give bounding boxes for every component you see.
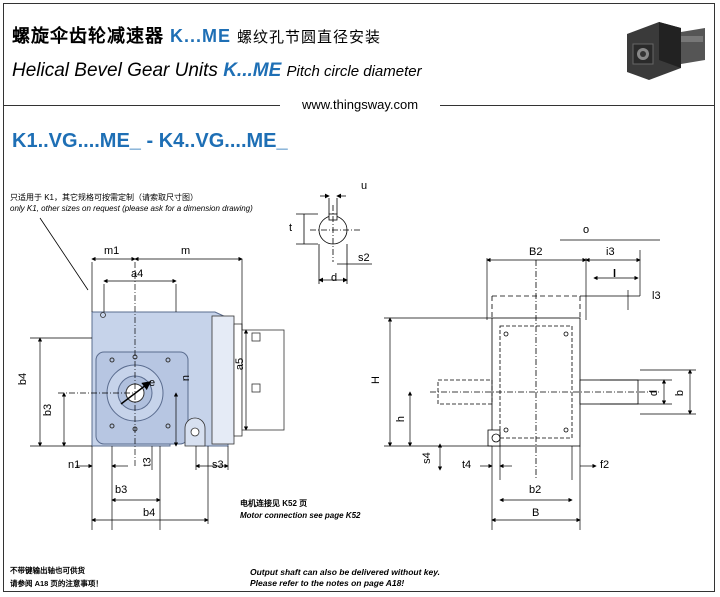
- dim-t4: t4: [462, 459, 472, 471]
- subtitle-cn: 螺纹孔节圆直径安装: [237, 29, 382, 46]
- dim-l: l: [613, 268, 617, 280]
- note-key-cn-1: 不带键输出轴也可供货: [10, 566, 85, 575]
- note-key-en-1: Output shaft can also be delivered witho…: [250, 567, 441, 577]
- dim-d: d: [648, 389, 661, 397]
- dim-o: o: [583, 224, 590, 236]
- dim-b4-left: b4: [17, 372, 30, 386]
- dim-u: u: [361, 180, 368, 192]
- right-view-dims: [384, 239, 696, 530]
- dim-a4: a4: [131, 268, 144, 280]
- dim-H: H: [369, 376, 382, 384]
- title-en-text: Helical Bevel Gear Units: [12, 60, 218, 81]
- dim-b3-bottom: b3: [115, 484, 128, 496]
- note-motor-connection: 电机连接见 K52 页 Motor connection see page K5…: [240, 498, 360, 522]
- dim-e: e: [149, 377, 156, 389]
- dim-b4-bottom: b4: [143, 507, 156, 519]
- shaft-detail: [296, 193, 372, 284]
- dim-b2: b2: [529, 484, 542, 496]
- page-frame: [3, 3, 715, 592]
- header-rule-right: [440, 105, 715, 106]
- dim-a5: a5: [234, 357, 247, 371]
- note-key-cn: 不带键输出轴也可供货 请参阅 A18 页的注意事项！: [10, 564, 103, 590]
- note-only-k1: 只适用于 K1，其它规格可按需定制（请索取尺寸图） only K1, other…: [10, 192, 253, 214]
- dim-B2: B2: [529, 246, 543, 258]
- dim-d-shaft: d: [331, 272, 338, 284]
- subtitle-en: Pitch circle diameter: [286, 63, 422, 80]
- dim-s4: s4: [420, 452, 433, 464]
- dim-h: h: [395, 415, 408, 423]
- dim-B: B: [532, 507, 540, 519]
- series-code-en: K...ME: [223, 60, 282, 81]
- title-cn-text: 螺旋伞齿轮减速器: [12, 26, 164, 46]
- page-title-cn: 螺旋伞齿轮减速器 K...ME 螺纹孔节圆直径安装: [12, 22, 381, 48]
- dim-n: n: [180, 374, 193, 382]
- note-key-en: Output shaft can also be delivered witho…: [250, 567, 440, 589]
- dim-f2: f2: [600, 459, 610, 471]
- page-title-en: Helical Bevel Gear Units K...ME Pitch ci…: [12, 60, 422, 82]
- note-only-k1-cn: 只适用于 K1，其它规格可按需定制（请索取尺寸图）: [10, 193, 199, 202]
- dim-s2: s2: [358, 252, 370, 264]
- dim-t3: t3: [141, 457, 154, 467]
- dim-s3: s3: [212, 459, 224, 471]
- dim-i3: i3: [606, 246, 615, 258]
- housing-left-view: [91, 311, 285, 447]
- dim-l3: l3: [652, 290, 661, 302]
- dim-m: m: [181, 245, 191, 257]
- note-leader: [39, 217, 89, 291]
- dim-b: b: [674, 389, 687, 397]
- note-motor-cn: 电机连接见 K52 页: [240, 499, 308, 508]
- header-rule-left: [3, 105, 280, 106]
- dim-b3-left: b3: [42, 403, 55, 417]
- section-title: K1..VG....ME_ - K4..VG....ME_: [12, 130, 288, 152]
- note-only-k1-en: only K1, other sizes on request (please …: [10, 204, 253, 213]
- note-motor-en[interactable]: Motor connection see page K52: [240, 511, 361, 520]
- note-key-en-2[interactable]: Please refer to the notes on page A18!: [250, 578, 405, 588]
- note-key-cn-2: 请参阅 A18 页的注意事项！: [10, 579, 103, 588]
- dim-m1: m1: [104, 245, 120, 257]
- series-code: K...ME: [170, 26, 232, 46]
- website-link[interactable]: www.thingsway.com: [280, 97, 440, 112]
- left-view-dims: [30, 256, 249, 530]
- dim-t: t: [289, 222, 293, 234]
- housing-right-view: [430, 260, 660, 480]
- dim-n1: n1: [68, 459, 81, 471]
- gear-unit-photo: [619, 14, 709, 88]
